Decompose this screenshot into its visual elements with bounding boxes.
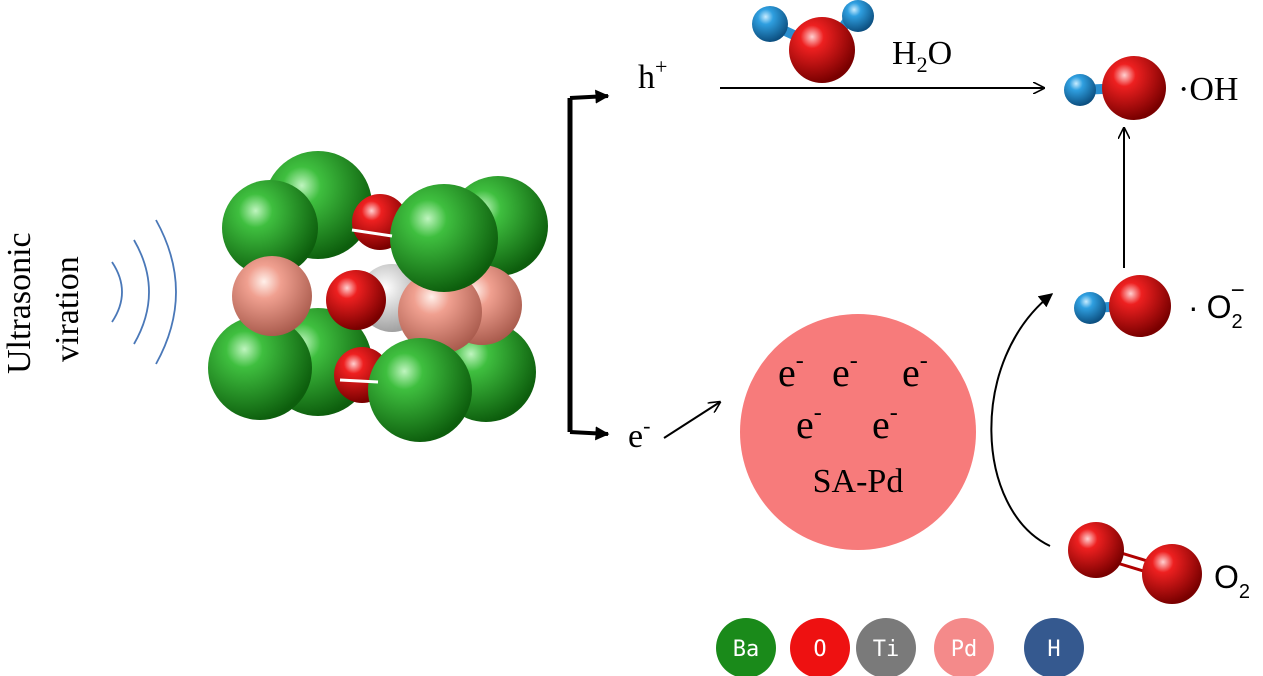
arrow-electron-to-catalyst	[663, 402, 720, 439]
arrow-oxygen-to-superoxide	[990, 293, 1054, 547]
hole-label: h+	[638, 54, 667, 96]
water-label: H2O	[892, 35, 952, 77]
svg-text:viration: viration	[49, 256, 86, 362]
electron-label: e-	[628, 413, 650, 455]
catalyst-electron: e-	[832, 348, 858, 395]
ultrasonic-waves-icon	[111, 219, 177, 365]
sa-pd-catalyst	[740, 314, 976, 550]
catalyst-electron: e-	[872, 400, 898, 447]
catalyst-electron: e-	[778, 348, 804, 395]
atom-pd	[232, 256, 312, 336]
atom-ba	[208, 316, 312, 420]
ultrasonic-label: Ultrasonic viration	[1, 232, 86, 374]
svg-text:Ba: Ba	[733, 637, 760, 662]
legend-item-ba: Ba	[716, 618, 776, 676]
catalyst-electron: e-	[902, 348, 928, 395]
catalyst-name: SA-Pd	[813, 463, 904, 500]
svg-text:Ti: Ti	[873, 637, 900, 662]
wave-arc-3	[155, 219, 177, 365]
oxygen-molecule-icon	[1068, 522, 1202, 604]
bond	[339, 378, 379, 384]
legend-item-ti: Ti	[856, 618, 916, 676]
legend-item-o: O	[790, 618, 850, 676]
crystal-cluster	[208, 151, 548, 442]
element-legend: Ba O Ti Pd H	[716, 618, 1084, 676]
charge-separation-bracket	[567, 89, 610, 441]
atom-o	[326, 270, 386, 330]
oxygen-label: O2	[1214, 559, 1250, 603]
svg-text:Pd: Pd	[951, 637, 978, 662]
svg-text:H: H	[1047, 637, 1060, 662]
ultrasonic-label-line2: viration	[49, 256, 86, 362]
atom-ba	[368, 338, 472, 442]
catalyst-electron: e-	[796, 400, 822, 447]
svg-text:Ultrasonic: Ultrasonic	[1, 232, 38, 374]
ultrasonic-label-line1: Ultrasonic	[1, 232, 38, 374]
hydroxyl-label: ·OH	[1178, 71, 1238, 108]
catalyst-electrons: e- e- e- e- e-	[778, 348, 928, 447]
svg-text:O: O	[813, 637, 826, 662]
wave-arc-2	[133, 239, 150, 345]
hydroxyl-molecule-icon	[1064, 56, 1166, 120]
water-molecule-icon	[752, 0, 874, 83]
superoxide-molecule-icon	[1074, 275, 1171, 337]
bond	[351, 228, 393, 238]
legend-item-pd: Pd	[934, 618, 994, 676]
wave-arc-1	[111, 261, 123, 323]
atom-ba	[222, 180, 318, 276]
legend-item-h: H	[1024, 618, 1084, 676]
atom-ba	[390, 184, 498, 292]
atom-pd	[398, 270, 482, 354]
superoxide-label: ·O2−	[1188, 277, 1245, 333]
